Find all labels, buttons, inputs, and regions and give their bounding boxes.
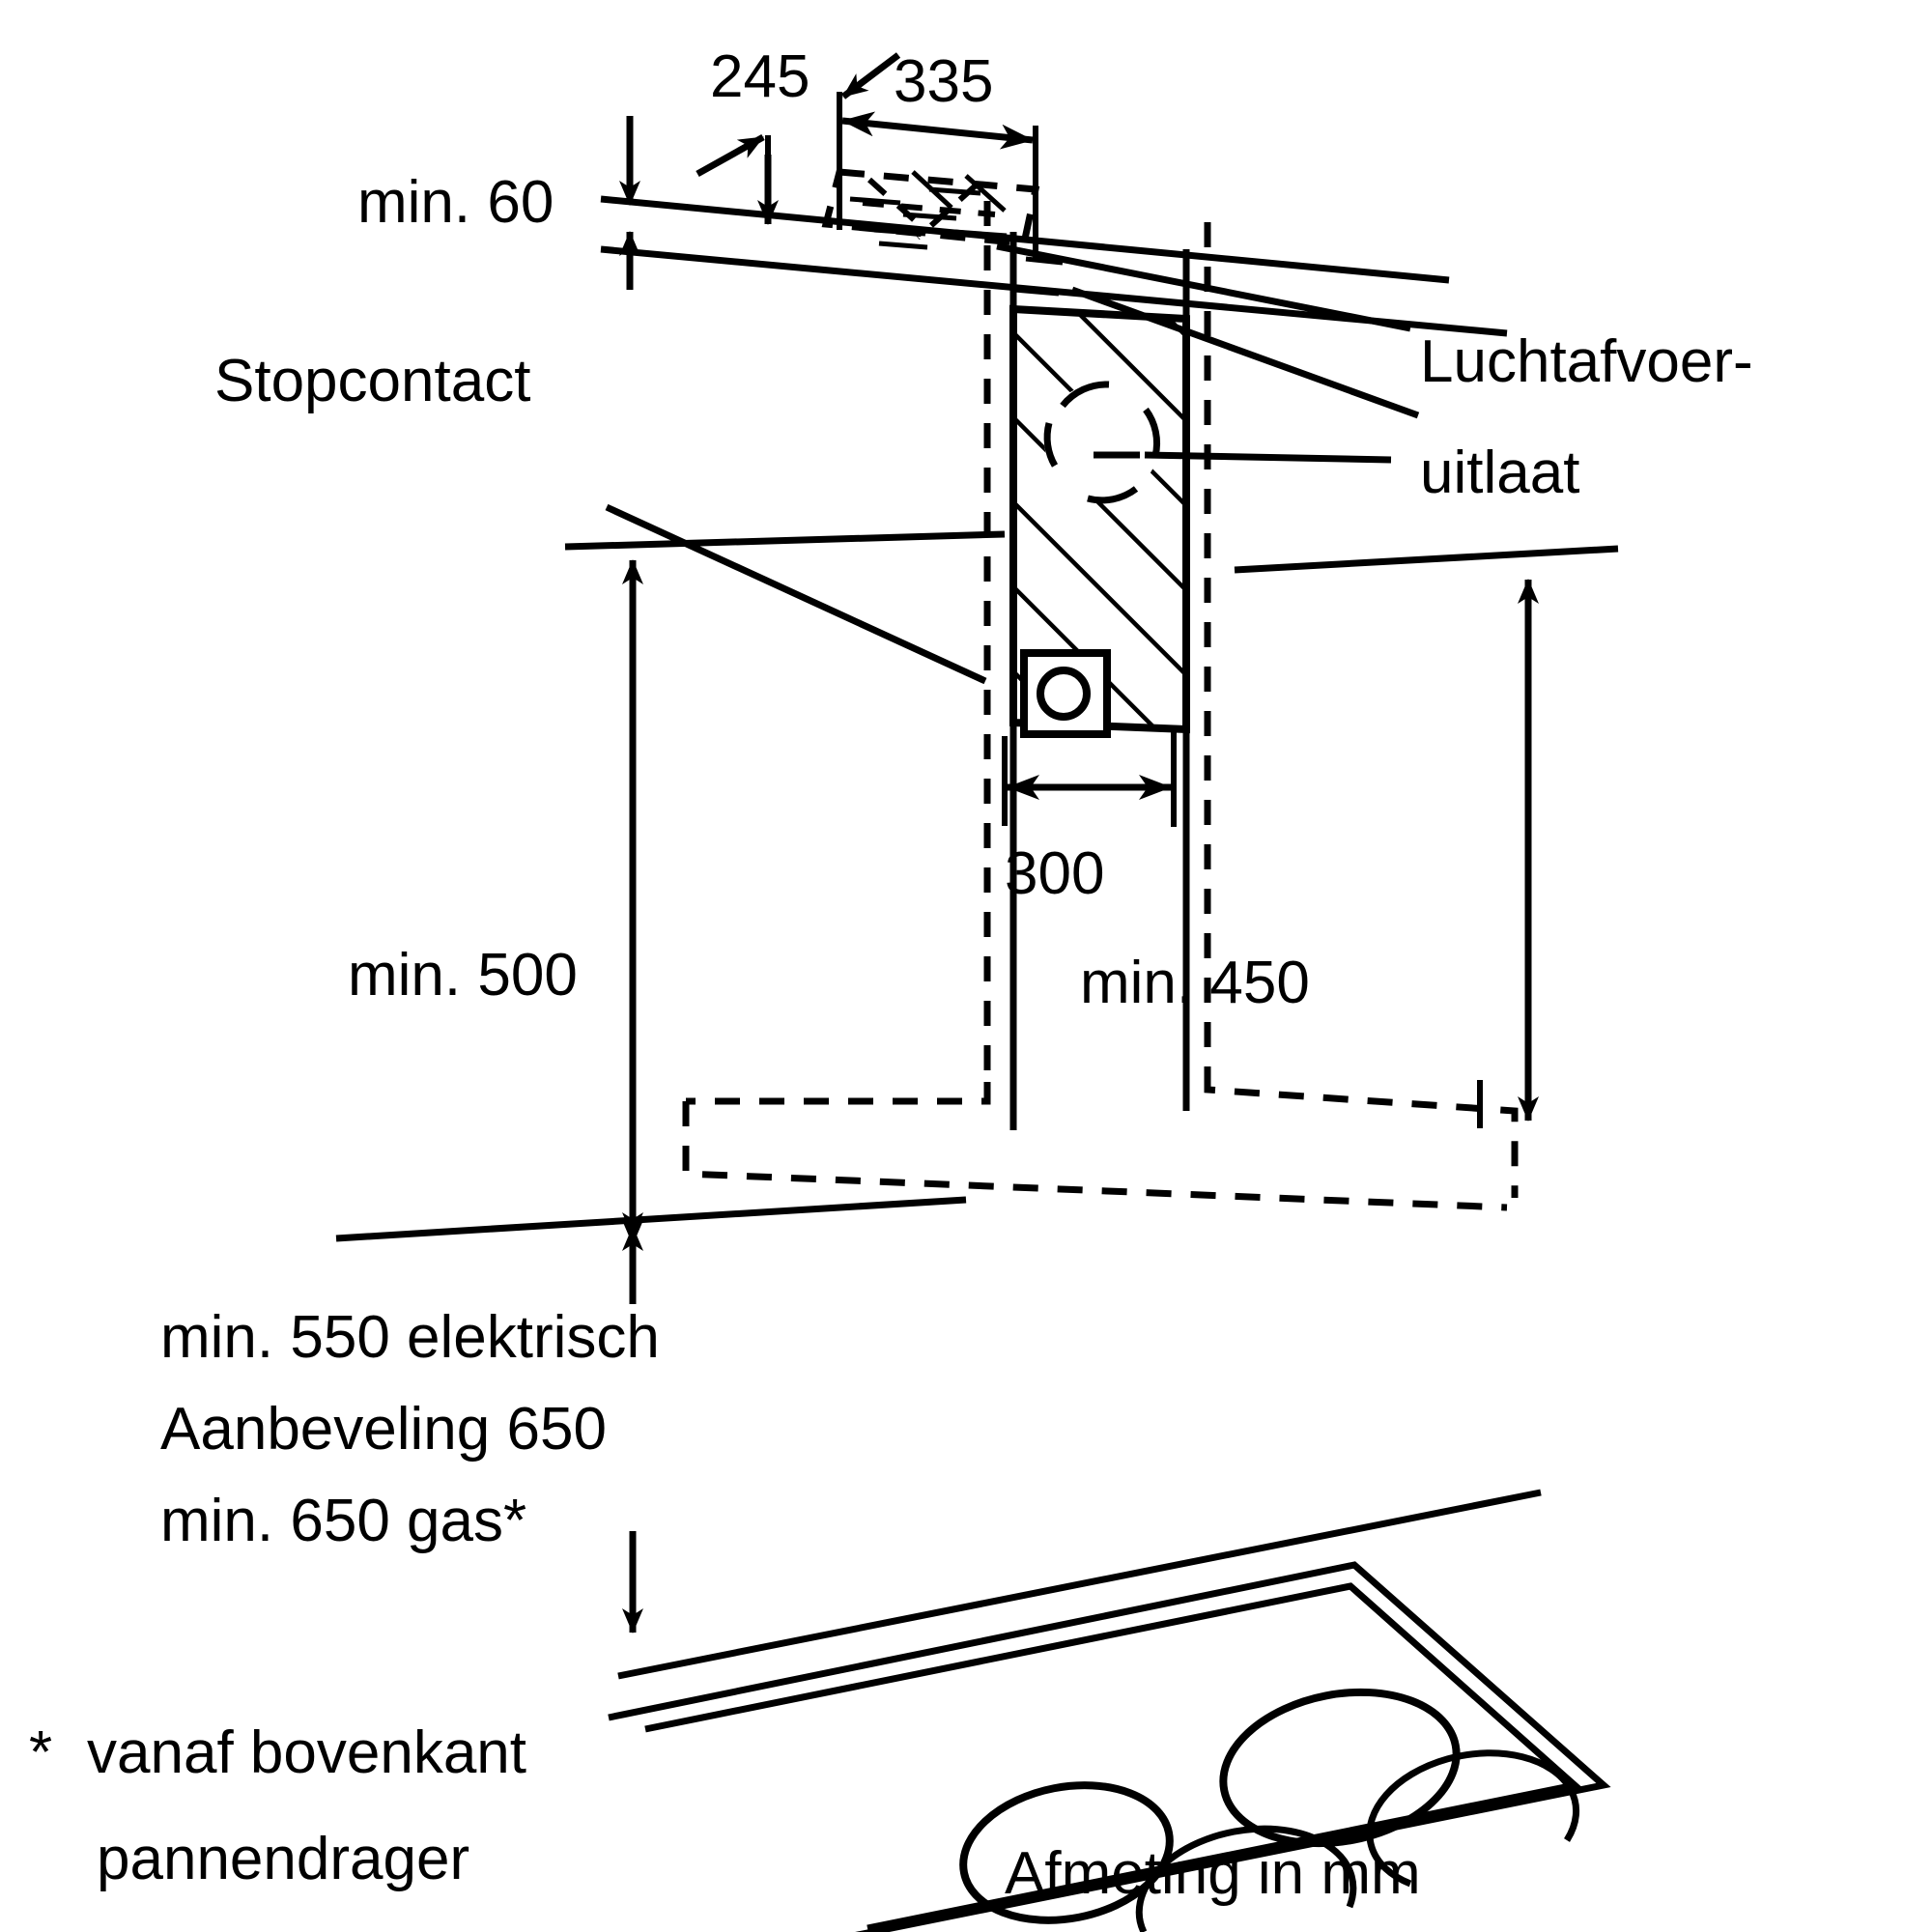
air-outlet-ticks xyxy=(849,170,1064,297)
dimension-245 xyxy=(696,133,779,225)
clearance-note-line-3: min. 650 gas* xyxy=(160,1488,526,1554)
dimension-min-450 xyxy=(1234,545,1619,1128)
dimension-label-300: 300 xyxy=(1005,840,1104,907)
callout-stopcontact: Stopcontact xyxy=(214,348,530,414)
hood-silhouette-dashed xyxy=(682,1072,1519,1211)
unit-label: Afmeting in mm xyxy=(1005,1840,1421,1907)
dimension-label-min-60: min. 60 xyxy=(357,169,554,236)
footnote-marker: * xyxy=(29,1719,52,1786)
dimension-label-245: 245 xyxy=(710,43,810,110)
callout-luchtafvoer-line2: uitlaat xyxy=(1420,440,1579,506)
footnote-line-1: vanaf bovenkant xyxy=(87,1719,526,1786)
air-outlet-leader xyxy=(996,242,1420,464)
hob-reference-line xyxy=(335,1196,967,1242)
socket-symbol xyxy=(1020,649,1111,738)
dimension-min-500 xyxy=(564,530,1006,1237)
socket-leader xyxy=(605,503,987,685)
clearance-note-line-2: Aanbeveling 650 xyxy=(160,1396,607,1463)
clearance-note-line-1: min. 550 elektrisch xyxy=(160,1304,660,1371)
callout-luchtafvoer-line1: Luchtafvoer- xyxy=(1420,328,1753,395)
dimension-300 xyxy=(1002,732,1177,827)
footnote-line-2: pannendrager xyxy=(97,1826,469,1892)
cooktop-illustration xyxy=(608,1489,1611,1932)
chimney-guide-lines xyxy=(983,201,1211,1082)
dimension-label-335: 335 xyxy=(894,48,993,115)
dimension-label-min-500: min. 500 xyxy=(348,942,578,1009)
dimension-label-min-450: min. 450 xyxy=(1080,950,1310,1016)
